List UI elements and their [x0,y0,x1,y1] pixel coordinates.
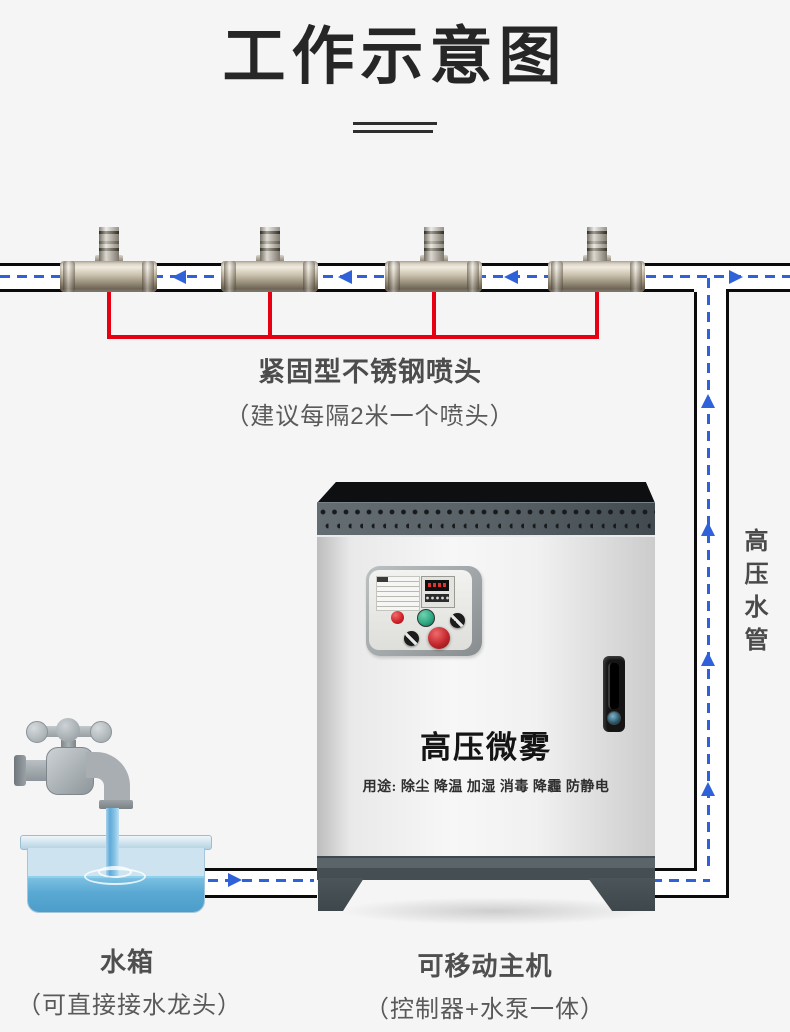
intake-pipe-edge-bottom [205,895,317,898]
timer-display [421,576,455,608]
mist-nozzle-icon [424,227,444,262]
top-pipe-edge-bottom-left [0,289,694,292]
water-stream [106,808,119,878]
emergency-stop-button [428,627,450,649]
timer-buttons [425,594,449,602]
host-label: 可移动主机 （控制器+水泵一体） [335,946,635,1024]
spec-sticker [376,576,420,611]
outlet-pipe-edge-bottom [650,895,729,898]
outlet-pipe-interior [648,871,726,895]
top-pipe-edge-bottom-right [726,289,790,292]
red-connector-line [432,292,436,339]
machine-top-panel [317,482,655,503]
outlet-pipe-edge-top [650,868,697,871]
vertical-pipe-edge-right [726,292,729,898]
faucet-handle-knob-right [90,721,112,743]
red-connector-rail [107,335,599,339]
flow-arrow-up-icon [701,782,715,796]
intake-pipe-interior [205,871,317,895]
nozzle-callout-title: 紧固型不锈钢喷头 [258,357,482,387]
host-label-subtitle: （控制器+水泵一体） [364,996,605,1023]
outlet-pipe-flow-dashes [652,879,710,882]
title-underline-top [353,122,437,125]
machine-rivet-band [317,502,655,537]
faucet-handle-knob-left [26,721,48,743]
tank-label-subtitle: （可直接接水龙头） [17,992,242,1019]
host-label-title: 可移动主机 [417,951,553,981]
selector-knob [450,613,465,628]
water-ripple [98,866,132,878]
flow-arrow-left-icon [172,270,186,284]
selector-knob [404,631,419,646]
flow-arrow-left-icon [338,270,352,284]
nozzle-callout-subtitle: （建议每隔2米一个喷头） [225,403,515,430]
faucet-spout-flange [99,800,133,809]
flow-arrow-right-icon [228,873,242,887]
page-title: 工作示意图 [222,22,568,92]
faucet-spout [86,752,130,804]
machine-brand-text: 高压微雾 [420,730,552,765]
nozzle-fitting [548,261,645,292]
flow-arrow-up-icon [701,522,715,536]
intake-pipe-edge-top [205,868,317,871]
vertical-pipe-interior [697,289,726,895]
intake-pipe-flow-dashes [208,879,314,882]
faucet-inlet-cap [14,755,26,786]
machine-base [317,856,655,880]
machine-uses-text: 用途: 除尘 降温 加湿 消毒 降霾 防静电 [362,780,610,795]
red-connector-line [268,292,272,339]
vertical-pipe-flow-dashes [707,278,710,882]
red-connector-line [107,292,111,339]
timer-screen [425,580,449,591]
faucet-handle-hub [56,718,80,742]
mist-nozzle-icon [587,227,607,262]
flow-arrow-right-icon [729,270,743,284]
control-panel [366,566,482,656]
mist-nozzle-icon [99,227,119,262]
flow-arrow-up-icon [701,652,715,666]
flow-arrow-left-icon [504,270,518,284]
tank-label: 水箱 （可直接接水龙头） [17,942,242,1020]
mist-nozzle-icon [260,227,280,262]
door-handle [603,656,625,732]
indicator-button-green [417,609,435,627]
flow-arrow-up-icon [701,394,715,408]
indicator-button-red [391,611,404,624]
vertical-pipe-label: 高压水管 [740,528,767,660]
nozzle-fitting [60,261,157,292]
nozzle-fitting [221,261,318,292]
title-underline-bottom [353,130,433,133]
nozzle-fitting [385,261,482,292]
nozzle-callout: 紧固型不锈钢喷头 （建议每隔2米一个喷头） [145,350,595,431]
vertical-pipe-edge-left [694,292,697,868]
red-connector-line [595,292,599,339]
tank-label-title: 水箱 [99,947,154,977]
control-panel-face [369,570,472,650]
